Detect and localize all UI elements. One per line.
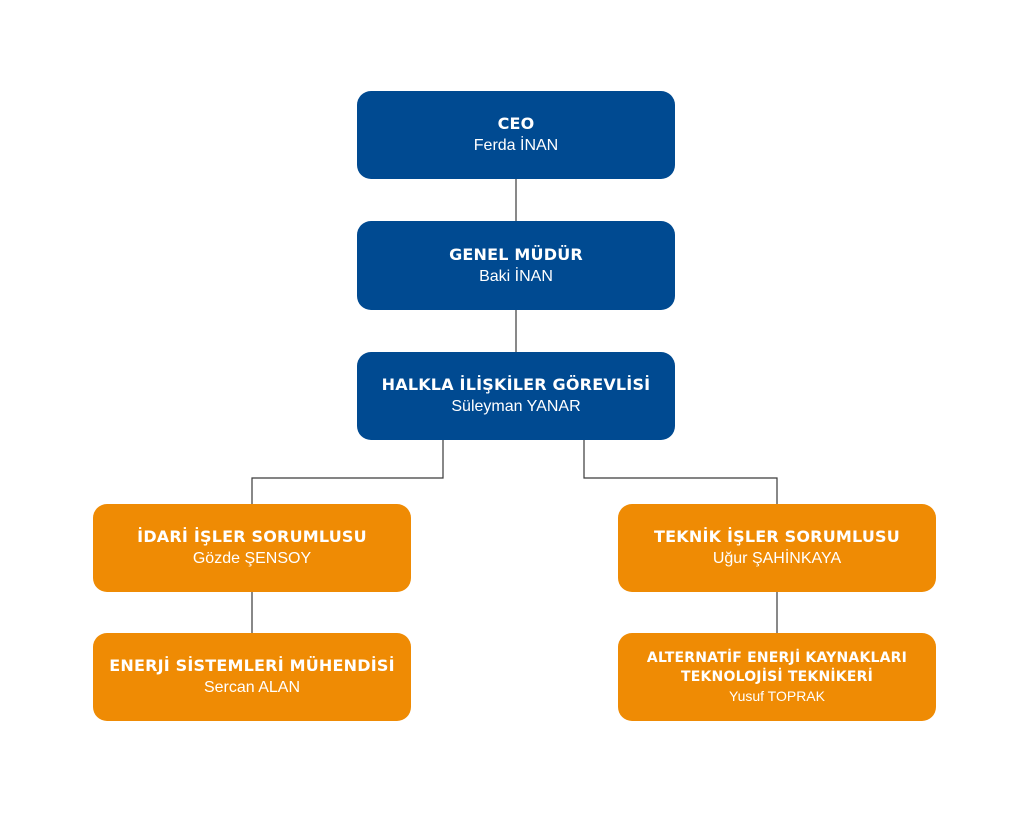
connector-halkla-teknik xyxy=(583,440,778,504)
node-teknik-isler-name: Uğur ŞAHİNKAYA xyxy=(712,550,842,567)
node-enerji-muhendisi: ENERJİ SİSTEMLERİ MÜHENDİSİ Sercan ALAN xyxy=(93,633,411,721)
node-enerji-muhendisi-title: ENERJİ SİSTEMLERİ MÜHENDİSİ xyxy=(109,656,395,675)
node-genel-mudur-title: GENEL MÜDÜR xyxy=(449,244,583,264)
node-genel-mudur-name: Baki İNAN xyxy=(479,267,553,285)
node-teknik-isler-title: TEKNİK İŞLER SORUMLUSU xyxy=(654,527,900,546)
node-idari-isler-title: İDARİ İŞLER SORUMLUSU xyxy=(137,527,367,546)
node-enerji-muhendisi-name: Sercan ALAN xyxy=(203,679,301,696)
node-alternatif-enerji-name: Yusuf TOPRAK xyxy=(729,687,825,704)
node-ceo: CEO Ferda İNAN xyxy=(357,91,675,179)
node-ceo-name: Ferda İNAN xyxy=(473,137,559,154)
node-halkla-iliskiler-title: HALKLA İLİŞKİLER GÖREVLİSİ xyxy=(381,375,651,394)
node-idari-isler-name: Gözde ŞENSOY xyxy=(192,550,312,567)
node-ceo-title: CEO xyxy=(497,114,535,133)
node-teknik-isler: TEKNİK İŞLER SORUMLUSU Uğur ŞAHİNKAYA xyxy=(618,504,936,592)
node-halkla-iliskiler: HALKLA İLİŞKİLER GÖREVLİSİ Süleyman YANA… xyxy=(357,352,675,440)
connector-halkla-idari xyxy=(251,440,444,504)
node-idari-isler: İDARİ İŞLER SORUMLUSU Gözde ŞENSOY xyxy=(93,504,411,592)
node-halkla-iliskiler-name: Süleyman YANAR xyxy=(451,398,581,415)
node-genel-mudur: GENEL MÜDÜR Baki İNAN xyxy=(357,221,675,310)
node-alternatif-enerji: ALTERNATİF ENERJİ KAYNAKLARI TEKNOLOJİSİ… xyxy=(618,633,936,721)
node-alternatif-enerji-title: ALTERNATİF ENERJİ KAYNAKLARI TEKNOLOJİSİ… xyxy=(646,649,908,685)
